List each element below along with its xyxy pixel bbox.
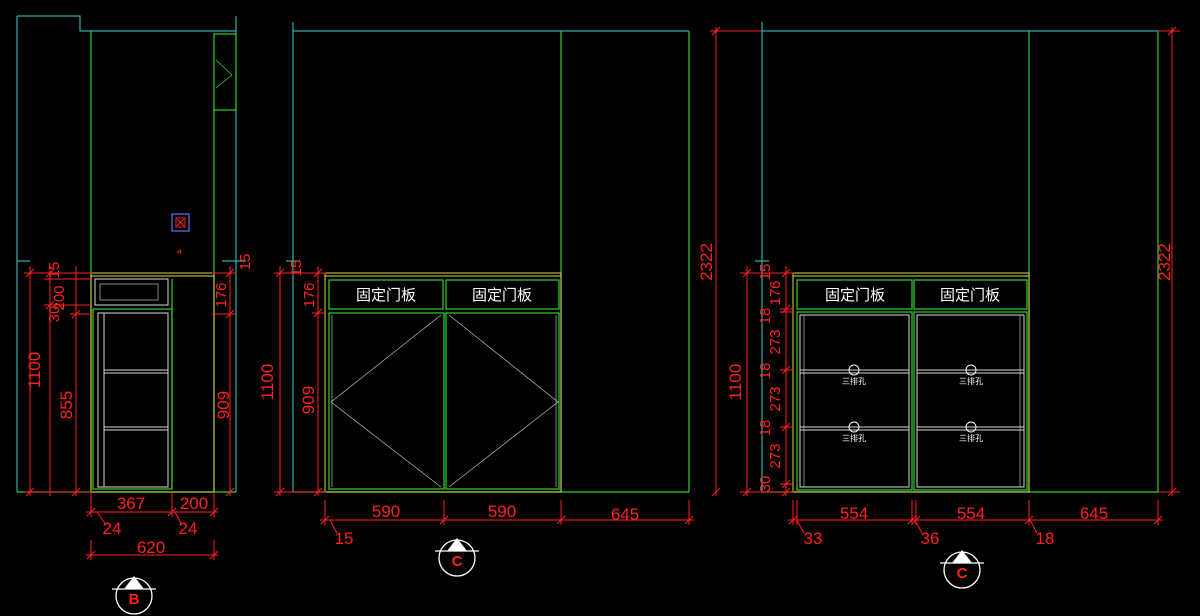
dim-c2-2322-left: 2322: [697, 243, 716, 281]
dim-c2-36: 36: [921, 529, 940, 548]
hole-label: 三排孔: [842, 433, 866, 443]
marker-c1-label: C: [452, 553, 463, 570]
dim-c2-30: 30: [757, 476, 774, 493]
dim-c1-645: 645: [611, 505, 639, 524]
dim-c2-18w: 18: [1036, 529, 1055, 548]
dim-b-620: 620: [137, 538, 165, 557]
dim-b-200: 200: [51, 285, 68, 310]
dim-b-right-176: 176: [213, 282, 230, 307]
dim-c2-554a: 554: [840, 504, 868, 523]
dim-c2-1100: 1100: [726, 364, 745, 401]
dim-c2-273c: 273: [767, 443, 784, 468]
dim-c2-2322-right: 2322: [1155, 243, 1174, 281]
dim-b-right-15: 15: [237, 254, 254, 271]
dim-c2-554b: 554: [957, 504, 985, 523]
c2-panel-label-2: 固定门板: [940, 286, 1000, 304]
dim-c2-18c: 18: [757, 420, 774, 437]
dim-c2-18a: 18: [757, 308, 774, 325]
hole-label: 三排孔: [959, 376, 983, 386]
c1-panel-label-2: 固定门板: [472, 286, 532, 304]
dim-c1-590b: 590: [488, 502, 516, 521]
hole-label: 三排孔: [959, 433, 983, 443]
dim-c2-15: 15: [757, 264, 774, 281]
dim-b-367: 367: [117, 494, 145, 513]
hole-icon: [965, 421, 977, 433]
dim-c2-273b: 273: [767, 386, 784, 411]
dim-c2-33: 33: [804, 529, 823, 548]
elevation-c2: 固定门板 固定门板 三排孔 三排孔 三排孔 三排孔 2322: [697, 22, 1180, 589]
dim-c2-176: 176: [767, 280, 784, 305]
marker-b-label: B: [129, 591, 140, 608]
c2-panel-label-1: 固定门板: [825, 286, 885, 304]
dim-b-30: 30: [46, 306, 63, 323]
hole-icon: [965, 364, 977, 376]
dim-b-right-909: 909: [214, 391, 233, 419]
marker-c2-label: C: [957, 565, 968, 582]
elevation-b: 1100 15 200 30 855 15 176 909 367 200 24…: [16, 15, 254, 615]
dim-c2-18b: 18: [757, 363, 774, 380]
dim-c1-1100: 1100: [258, 364, 277, 401]
view-marker-c2: C: [940, 550, 984, 589]
view-marker-c1: C: [435, 538, 479, 577]
hole-icon: [848, 421, 860, 433]
hole-icon: [848, 364, 860, 376]
elevation-c1: 固定门板 固定门板 1100 15 176 909 590 59: [258, 22, 694, 577]
dim-c2-273a: 273: [767, 329, 784, 354]
dim-b-200-w: 200: [180, 494, 208, 513]
socket-icon: [171, 213, 190, 232]
c1-panel-label-1: 固定门板: [356, 286, 416, 304]
dim-c2-645: 645: [1080, 504, 1108, 523]
dim-b-15: 15: [46, 262, 63, 279]
dim-b-24a: 24: [103, 519, 122, 538]
dim-b-24b: 24: [179, 519, 198, 538]
dim-c1-15w: 15: [335, 529, 354, 548]
view-marker-b: B: [112, 576, 156, 615]
dim-c1-15: 15: [288, 260, 305, 277]
dim-b-1100: 1100: [25, 352, 44, 389]
hole-label: 三排孔: [842, 376, 866, 386]
dim-c1-909: 909: [299, 386, 318, 414]
dim-c1-590a: 590: [372, 502, 400, 521]
dim-b-855: 855: [57, 391, 76, 419]
dim-c1-176: 176: [301, 282, 318, 307]
